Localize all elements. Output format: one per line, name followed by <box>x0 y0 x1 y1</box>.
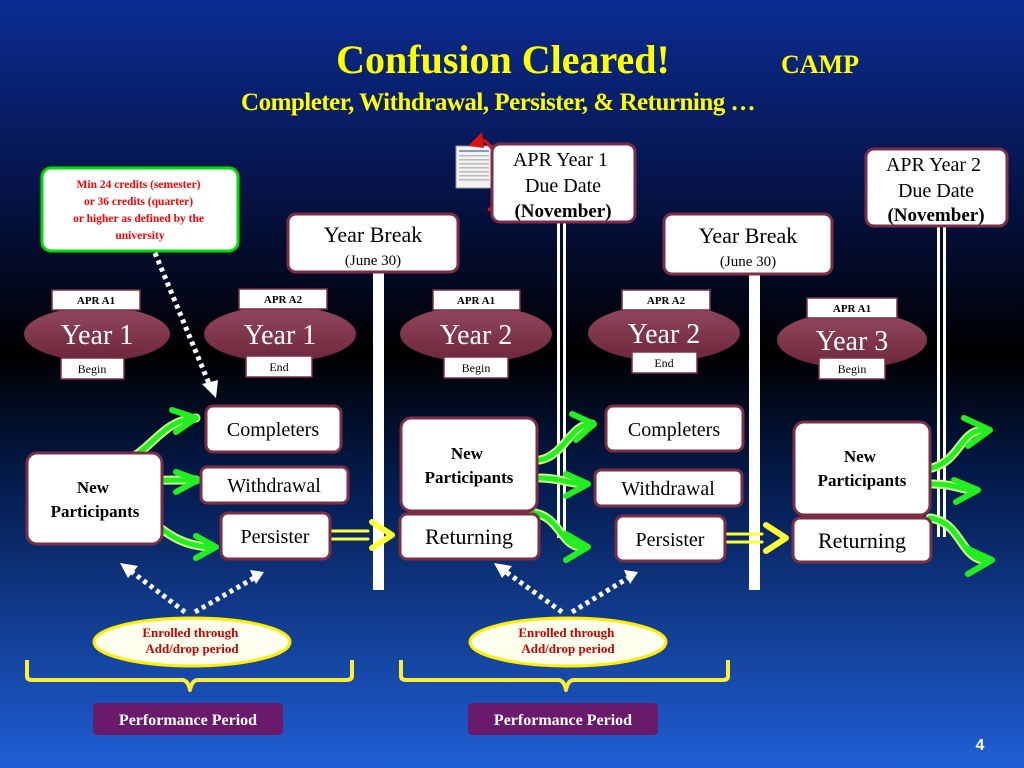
svg-text:Completers: Completers <box>227 419 319 441</box>
year-oval-group: Year 1 APR A1 Begin <box>24 289 170 380</box>
returning-box: Returning <box>398 512 541 561</box>
apr-tag: APR A1 <box>833 303 871 315</box>
year-break-box: Year Break (June 30) <box>662 212 834 276</box>
completers-box: Completers <box>604 404 745 453</box>
performance-brace <box>25 660 354 692</box>
svg-text:New Participants: New Participants <box>425 444 514 487</box>
enrolled-oval: Enrolled through Add/drop period <box>468 616 668 668</box>
year-oval-group: Year 2 APR A1 Begin <box>400 289 552 379</box>
withdrawal-box: Withdrawal <box>593 468 744 508</box>
svg-text:New Participants: New Participants <box>818 447 907 490</box>
slide-title: Confusion Cleared! <box>336 37 670 82</box>
returning-box: Returning <box>791 516 933 564</box>
note-arrowhead <box>202 380 218 398</box>
year-sub-label: Begin <box>78 362 107 376</box>
year-break-box: Year Break (June 30) <box>286 212 460 274</box>
page-number: 4 <box>976 737 985 754</box>
performance-brace <box>399 660 730 692</box>
svg-text:Year Break: Year Break <box>699 223 798 248</box>
year-sub-label: Begin <box>462 361 491 375</box>
svg-text:Year Break: Year Break <box>324 222 423 247</box>
svg-text:New Participants: New Participants <box>51 478 140 521</box>
withdrawal-box: Withdrawal <box>199 465 350 505</box>
year-break-bar <box>749 270 760 590</box>
svg-text:Completers: Completers <box>628 419 720 441</box>
persister-box: Persister <box>614 514 727 563</box>
year-sub-label: End <box>269 360 288 374</box>
svg-text:(June 30): (June 30) <box>345 253 401 269</box>
performance-period-label: Performance Period <box>468 703 658 735</box>
svg-text:(November): (November) <box>887 205 984 226</box>
year-oval-group: Year 3 APR A1 Begin <box>777 297 927 380</box>
year-oval-label: Year 1 <box>61 320 134 351</box>
svg-text:Persister: Persister <box>241 526 310 548</box>
year-break-bar <box>373 270 384 590</box>
year-sub-label: Begin <box>838 362 867 376</box>
apr-tag: APR A1 <box>77 295 115 307</box>
slide-title-tag: CAMP <box>781 50 859 79</box>
apr-tag: APR A1 <box>457 295 495 307</box>
green-chevron-group <box>169 407 995 577</box>
min-credits-note: Min 24 credits (semester) or 36 credits … <box>40 166 240 253</box>
completers-box: Completers <box>204 404 343 454</box>
svg-text:APR Year 2 Due Date: APR Year 2 Due Date <box>886 154 986 202</box>
red-arrowhead <box>468 132 484 148</box>
year-oval-label: Year 2 <box>628 319 701 350</box>
svg-text:Performance Period: Performance Period <box>494 712 632 729</box>
svg-text:Performance Period: Performance Period <box>119 712 257 729</box>
apr-tag: APR A2 <box>264 294 303 306</box>
apr-year2-due-box: APR Year 2 Due Date (November) <box>864 147 1009 228</box>
svg-text:Enrolled through Add/dro: Enrolled through Add/drop period <box>518 625 617 656</box>
yellow-arrow-group <box>328 519 789 554</box>
svg-text:Withdrawal: Withdrawal <box>621 478 715 500</box>
svg-text:APR Year 1 Due Date: APR Year 1 Due Date <box>513 149 613 197</box>
enrolled-arrowheads <box>120 563 638 584</box>
svg-text:Returning: Returning <box>818 528 906 553</box>
svg-text:Withdrawal: Withdrawal <box>227 475 321 497</box>
svg-text:Returning: Returning <box>425 524 513 549</box>
enrolled-dotted-arrows <box>130 569 630 615</box>
document-thumbnail-icon <box>455 145 493 189</box>
performance-period-label: Performance Period <box>93 703 283 735</box>
year-sub-label: End <box>654 356 673 370</box>
timeline-bars <box>373 220 946 590</box>
year-oval-label: Year 3 <box>816 326 889 357</box>
apr-year1-due-box: APR Year 1 Due Date (November) <box>490 142 637 224</box>
slide-subtitle: Completer, Withdrawal, Persister, & Retu… <box>241 89 755 116</box>
note-text: Min 24 credits (semester) or 36 credits … <box>73 179 207 242</box>
apr-due-line <box>937 225 946 537</box>
svg-text:Enrolled through Add/dro: Enrolled through Add/drop period <box>142 625 241 656</box>
apr-due-line <box>557 220 566 538</box>
svg-text:(November): (November) <box>514 201 611 222</box>
new-participants-box: New Participants <box>399 416 539 513</box>
year-oval-label: Year 1 <box>244 320 317 351</box>
new-participants-box: New Participants <box>792 420 932 517</box>
year-oval-group: Year 1 APR A2 End <box>204 288 356 378</box>
apr-tag: APR A2 <box>647 295 686 307</box>
year-oval-label: Year 2 <box>440 320 513 351</box>
persister-box: Persister <box>219 511 332 561</box>
svg-text:(June 30): (June 30) <box>720 254 776 270</box>
svg-text:Persister: Persister <box>636 529 705 551</box>
enrolled-oval: Enrolled through Add/drop period <box>92 616 292 668</box>
new-participants-box: New Participants <box>25 451 164 546</box>
year-oval-group: Year 2 APR A2 End <box>588 289 740 374</box>
